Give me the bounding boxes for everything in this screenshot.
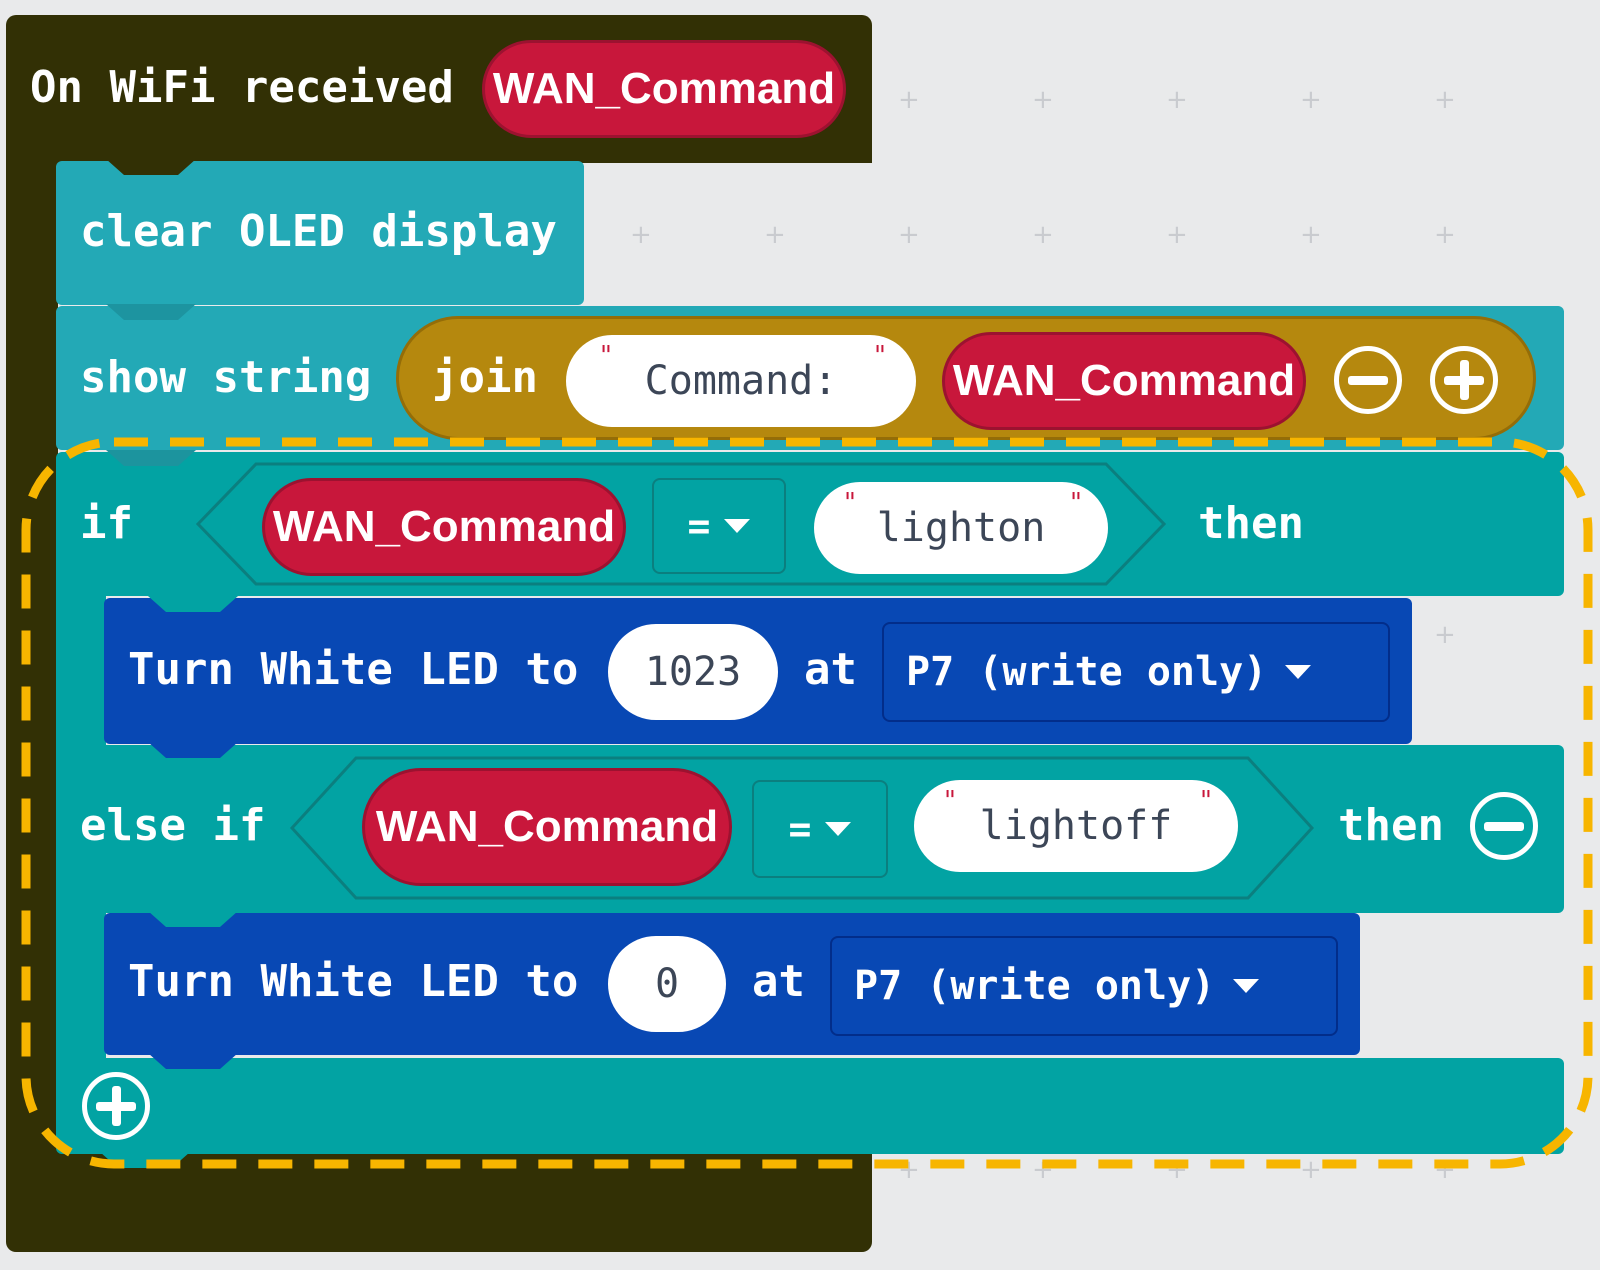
if-value-pill[interactable]: " lighton "	[814, 482, 1108, 574]
led-1-pin-label: P7 (write only)	[906, 649, 1268, 695]
led-2-value-pill[interactable]: 0	[608, 936, 726, 1032]
block-bottom-tab	[148, 1053, 238, 1069]
if-spine-1	[56, 590, 106, 750]
else-if-value-pill[interactable]: " lightoff "	[914, 780, 1238, 872]
join-remove-icon[interactable]	[1334, 346, 1402, 414]
else-if-value-text: lightoff	[979, 803, 1173, 849]
block-bottom-tab	[100, 1152, 190, 1168]
show-string-label: show string	[80, 352, 372, 403]
else-if-operator-dropdown[interactable]: =	[752, 780, 888, 878]
add-else-if-icon[interactable]	[82, 1072, 150, 1140]
open-quote-icon: "	[844, 488, 856, 518]
join-label: join	[432, 352, 538, 403]
event-block-spine	[6, 150, 58, 1152]
led-1-value-pill[interactable]: 1023	[608, 624, 778, 720]
if-label: if	[80, 498, 133, 549]
close-quote-icon: "	[874, 341, 886, 371]
close-quote-icon: "	[1200, 786, 1212, 816]
else-if-then-label: then	[1338, 800, 1444, 851]
event-block-label: On WiFi received	[30, 62, 454, 113]
if-footer-row[interactable]	[56, 1058, 1564, 1154]
else-if-remove-icon[interactable]	[1470, 792, 1538, 860]
caret-down-icon	[1285, 665, 1312, 679]
else-if-label: else if	[80, 800, 266, 851]
event-param-pill[interactable]: WAN_Command	[482, 40, 846, 138]
led-1-label: Turn White LED to	[128, 644, 579, 695]
else-if-variable-pill[interactable]: WAN_Command	[362, 768, 732, 886]
if-variable-pill[interactable]: WAN_Command	[262, 478, 626, 576]
close-quote-icon: "	[1070, 488, 1082, 518]
command-string-value: Command:	[644, 358, 838, 404]
led-2-at-label: at	[752, 956, 805, 1007]
caret-down-icon	[825, 822, 852, 836]
block-top-notch	[148, 911, 238, 927]
else-if-operator-label: =	[788, 807, 812, 851]
clear-oled-label: clear OLED display	[80, 206, 557, 257]
block-top-notch	[106, 450, 196, 466]
caret-down-icon	[1233, 979, 1260, 993]
led-2-pin-label: P7 (write only)	[854, 963, 1216, 1009]
open-quote-icon: "	[600, 341, 612, 371]
command-string-pill[interactable]: " Command: "	[566, 335, 916, 427]
clear-oled-display-block[interactable]	[56, 159, 584, 305]
open-quote-icon: "	[944, 786, 956, 816]
join-add-icon[interactable]	[1430, 346, 1498, 414]
led-2-label: Turn White LED to	[128, 956, 579, 1007]
block-top-notch	[106, 159, 196, 175]
if-operator-label: =	[687, 504, 711, 548]
if-then-label: then	[1198, 498, 1304, 549]
led-1-at-label: at	[804, 644, 857, 695]
block-bottom-tab	[148, 742, 238, 758]
block-top-notch	[148, 596, 238, 612]
if-operator-dropdown[interactable]: =	[652, 478, 786, 574]
caret-down-icon	[724, 519, 751, 533]
if-value-text: lighton	[876, 505, 1046, 551]
block-top-notch	[106, 304, 196, 320]
if-spine-2	[56, 905, 106, 1065]
led-2-pin-dropdown[interactable]: P7 (write only)	[830, 936, 1338, 1036]
led-1-pin-dropdown[interactable]: P7 (write only)	[882, 622, 1390, 722]
join-variable-pill[interactable]: WAN_Command	[942, 332, 1306, 430]
